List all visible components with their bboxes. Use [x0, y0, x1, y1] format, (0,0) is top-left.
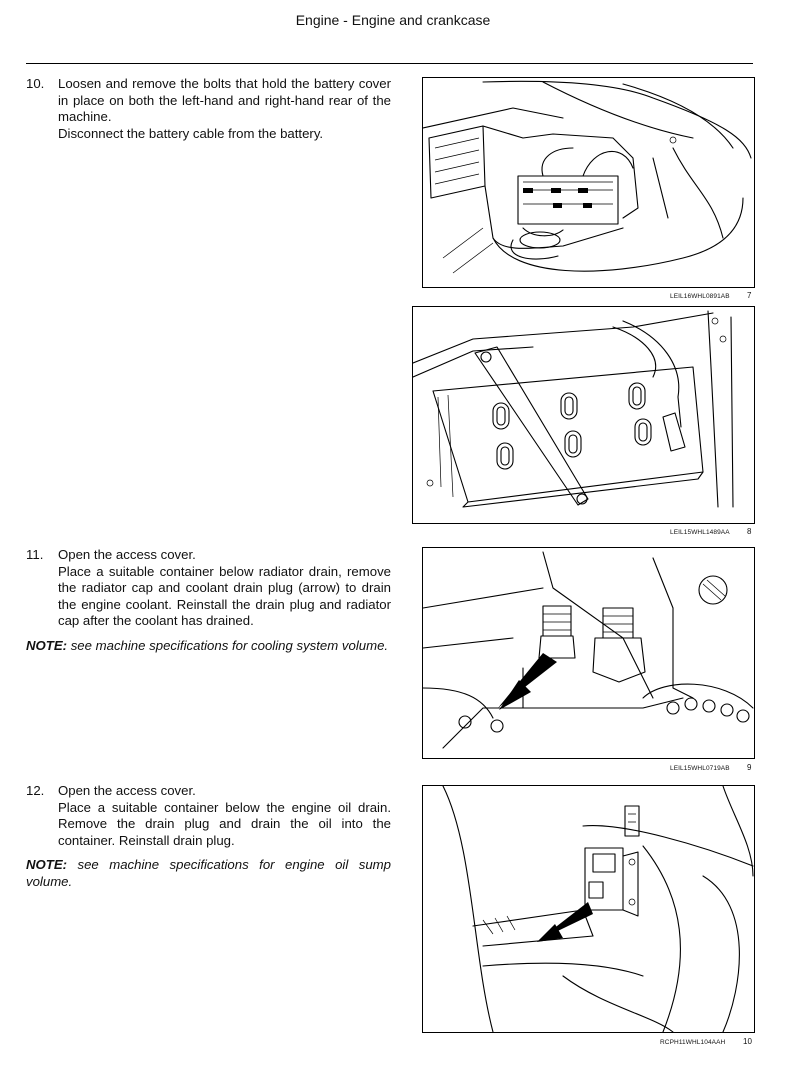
- figure-number: 8: [747, 527, 752, 536]
- step-text: Disconnect the battery cable from the ba…: [58, 125, 324, 141]
- step-text: Place a suitable container below radiato…: [58, 563, 391, 629]
- step-text: Open the access cover.: [58, 783, 196, 798]
- figure-battery-tiedown: [412, 306, 755, 524]
- figure-code: LEIL16WHL0891AB: [670, 293, 730, 300]
- step-number: 11.: [26, 547, 44, 562]
- figure-oil-drain: [422, 785, 755, 1033]
- header-rule: [26, 63, 753, 64]
- step-text: Loosen and remove the bolts that hold th…: [58, 76, 391, 124]
- step-number: 12.: [26, 783, 45, 798]
- figure-code: LEIL15WHL0719AB: [670, 765, 730, 772]
- note-cooling-volume: NOTE: see machine specifications for coo…: [26, 638, 391, 655]
- figure-battery-compartment: [422, 77, 755, 288]
- figure-number: 10: [743, 1037, 752, 1046]
- note-label: NOTE:: [26, 638, 68, 653]
- step-10: 10. Loosen and remove the bolts that hol…: [26, 76, 391, 142]
- step-text: Place a suitable container below the eng…: [58, 799, 391, 848]
- note-text: see machine specifications for engine oi…: [26, 857, 391, 889]
- page-header-title: Engine - Engine and crankcase: [295, 12, 491, 28]
- note-oil-sump-volume: NOTE: see machine specifications for eng…: [26, 857, 391, 890]
- step-number: 10.: [26, 76, 45, 91]
- figure-code: LEIL15WHL1489AA: [670, 529, 730, 536]
- step-12: 12. Open the access cover. Place a suita…: [26, 783, 391, 849]
- step-11: 11. Open the access cover. Place a suita…: [26, 547, 391, 630]
- note-label: NOTE:: [26, 857, 68, 872]
- figure-number: 9: [747, 763, 752, 772]
- figure-code: RCPH11WHL104AAH: [660, 1039, 726, 1046]
- step-text: Open the access cover.: [58, 547, 196, 562]
- figure-number: 7: [747, 291, 752, 300]
- figure-radiator-drain: [422, 547, 755, 759]
- note-text: see machine specifications for cooling s…: [70, 638, 389, 653]
